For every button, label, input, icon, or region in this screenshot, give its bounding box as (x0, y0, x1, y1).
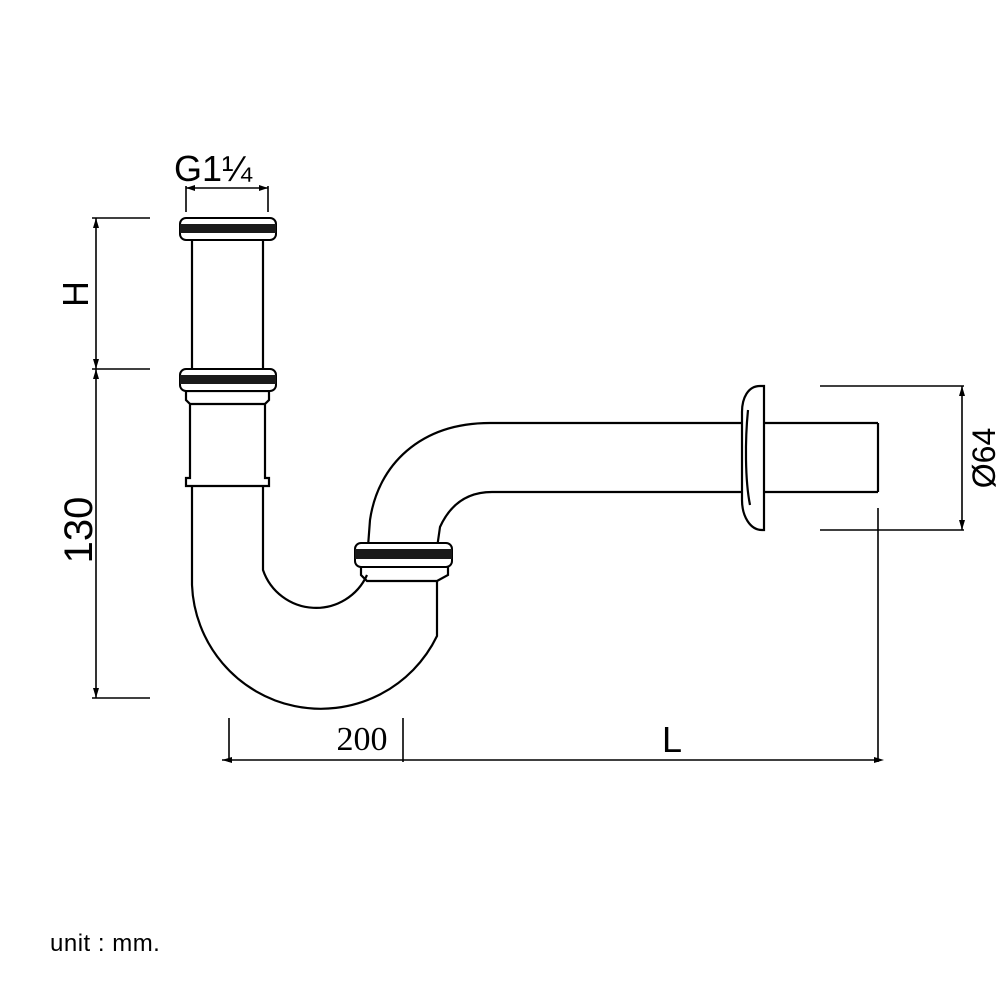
diameter-label: Ø64 (966, 428, 1000, 488)
slip-nuts (179, 217, 453, 568)
unit-label: unit : mm. (50, 930, 161, 957)
length-var-label: L (662, 719, 682, 760)
thread-size-label: G1¼ (174, 148, 253, 189)
height-var-label: H (55, 281, 96, 307)
height-label: 130 (57, 497, 101, 564)
offset-label: 200 (337, 721, 388, 758)
p-trap-pipe (184, 240, 880, 710)
wall-flange (740, 384, 766, 532)
dimension-arrows (93, 185, 965, 763)
dimension-lines (92, 186, 964, 762)
